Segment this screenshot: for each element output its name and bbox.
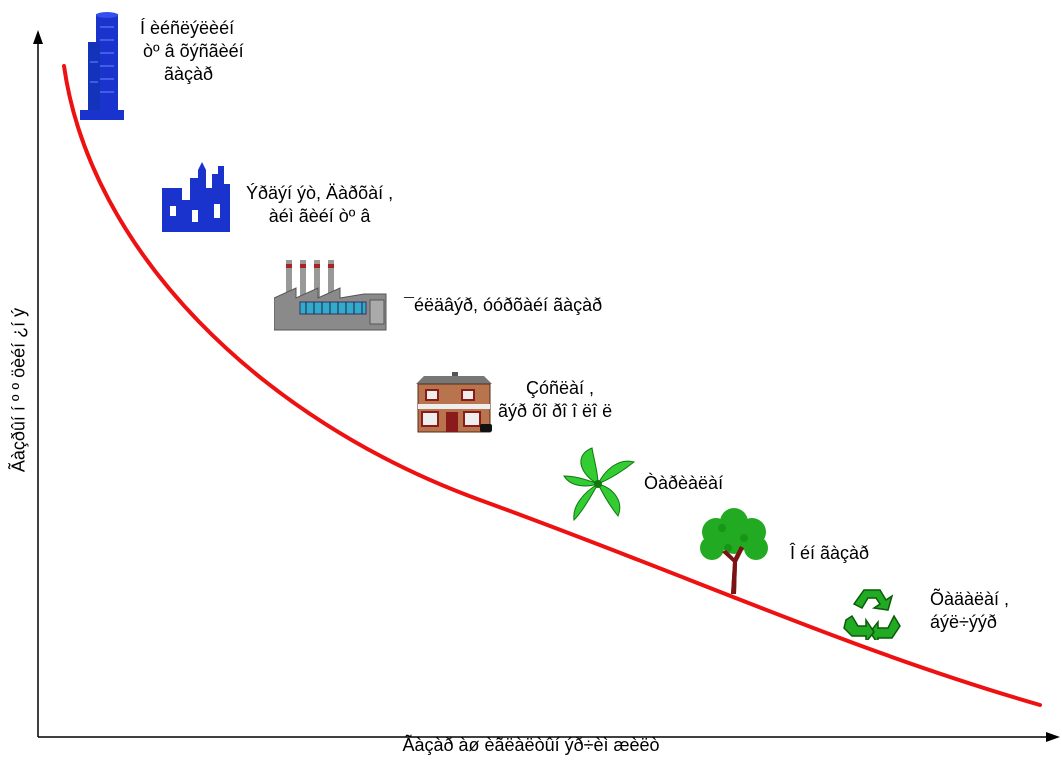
label-line: Òàðèàëàí <box>644 473 724 493</box>
label-line: Í èéñëýëèéí <box>140 18 235 38</box>
label-provincial-cities: Ýðäýí ýò, Äàðõàí , àéì ãèéí òº â <box>246 182 393 228</box>
pinwheel-plant-icon <box>563 447 636 522</box>
decreasing-curve <box>62 64 1042 707</box>
label-line: áýë÷ýýð <box>930 612 997 632</box>
y-axis-label: Ãàçðûí í º º öèéí ¿í ý <box>8 307 29 473</box>
label-line: ãýð õî ðî î ëî ë <box>498 401 613 421</box>
y-axis <box>33 30 43 737</box>
label-forest-land: Î éí ãàçàð <box>790 542 869 565</box>
label-line: Î éí ãàçàð <box>790 543 870 563</box>
factory-icon <box>274 260 387 331</box>
tree-icon <box>700 508 768 594</box>
label-line: àéì ãèéí òº â <box>268 206 371 226</box>
label-cropland: Òàðèàëàí <box>644 472 723 495</box>
recycle-icon <box>843 589 901 640</box>
label-line: Õàäàëàí , <box>930 589 1010 609</box>
house-icon <box>416 372 492 433</box>
city-skyline-icon <box>162 162 230 232</box>
label-hayland-pasture: Õàäàëàí , áýë÷ýýð <box>930 588 1009 634</box>
label-resort-ger-area: Çóñëàí , ãýð õî ðî î ëî ë <box>498 377 612 423</box>
label-line: ãàçàð <box>164 64 214 84</box>
skyscraper-icon <box>80 12 124 120</box>
label-line: Ýðäýí ýò, Äàðõàí , <box>246 183 394 203</box>
label-line: òº â õýñãèéí <box>143 41 244 61</box>
label-line: ¯éëäâýð, óóðõàéí ãàçàð <box>404 295 603 315</box>
label-city-center: Í èéñëýëèéí òº â õýñãèéí ãàçàð <box>140 17 244 86</box>
x-axis-label: Ãàçàð àø èãëàëòûí ýð÷èì æèëò <box>402 735 660 755</box>
label-line: Çóñëàí , <box>526 378 595 398</box>
label-industry-mining: ¯éëäâýð, óóðõàéí ãàçàð <box>404 294 602 317</box>
x-axis <box>38 732 1060 742</box>
